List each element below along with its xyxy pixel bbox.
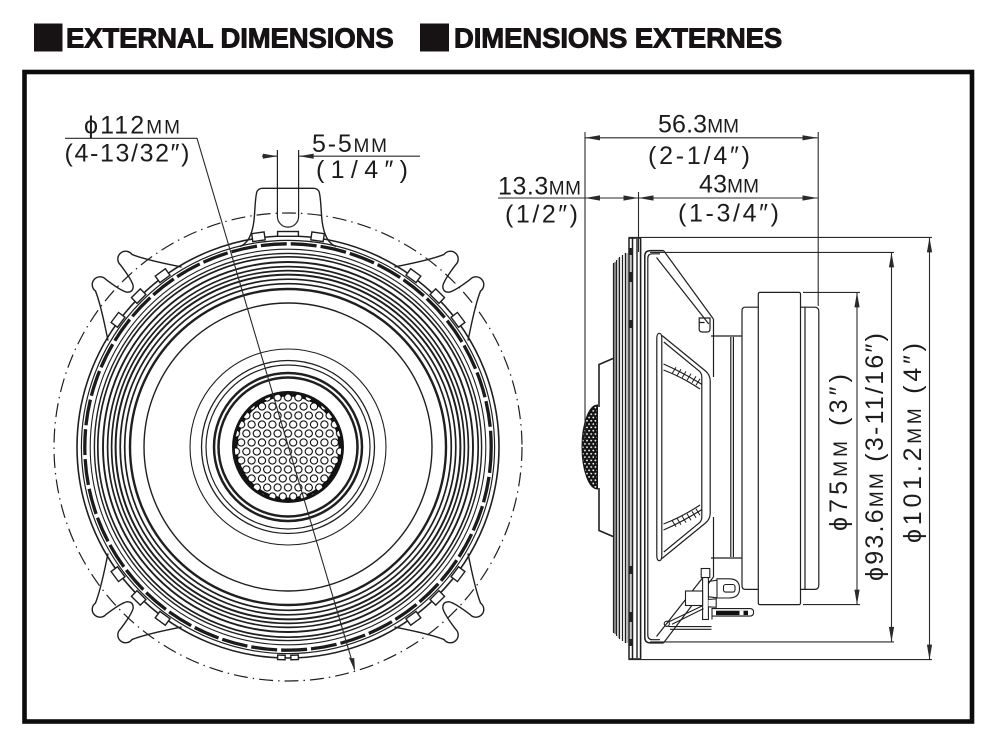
svg-text:(1/4″): (1/4″)	[316, 156, 408, 184]
svg-text:(1/2″): (1/2″)	[505, 201, 578, 229]
svg-text:43MM: 43MM	[699, 171, 759, 199]
svg-text:56.3MM: 56.3MM	[658, 111, 739, 139]
svg-text:ϕ75MM (3″): ϕ75MM (3″)	[825, 374, 853, 531]
svg-text:ϕ93.6MM (3-11/16″): ϕ93.6MM (3-11/16″)	[861, 333, 889, 581]
svg-text:DIMENSIONS EXTERNES: DIMENSIONS EXTERNES	[454, 23, 782, 54]
svg-text:(4-13/32″): (4-13/32″)	[65, 140, 190, 168]
svg-text:(1-3/4″): (1-3/4″)	[678, 200, 779, 228]
svg-text:(2-1/4″): (2-1/4″)	[648, 142, 750, 170]
svg-text:ϕ101.2MM (4″): ϕ101.2MM (4″)	[899, 343, 927, 543]
svg-text:EXTERNAL DIMENSIONS: EXTERNAL DIMENSIONS	[66, 23, 394, 54]
svg-text:13.3MM: 13.3MM	[498, 173, 581, 201]
svg-text:5-5MM: 5-5MM	[312, 130, 387, 158]
